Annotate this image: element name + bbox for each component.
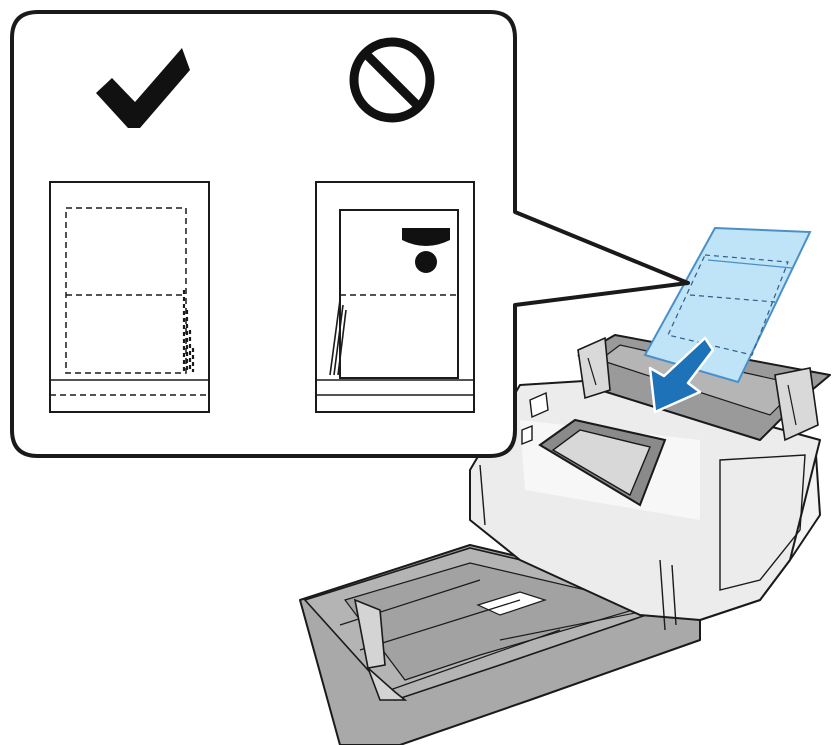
control-panel-screen — [538, 418, 667, 507]
feed-direction-arrow-icon — [648, 336, 715, 414]
zoom-callout — [10, 10, 690, 458]
input-tray — [577, 334, 831, 442]
correct-example — [49, 48, 210, 413]
correct-document — [49, 181, 210, 413]
prohibited-icon — [349, 37, 435, 123]
scanner — [299, 226, 831, 745]
incorrect-document — [315, 181, 475, 413]
checkmark-icon — [96, 48, 190, 128]
incorrect-example — [315, 37, 475, 413]
document-sheet — [643, 226, 812, 384]
